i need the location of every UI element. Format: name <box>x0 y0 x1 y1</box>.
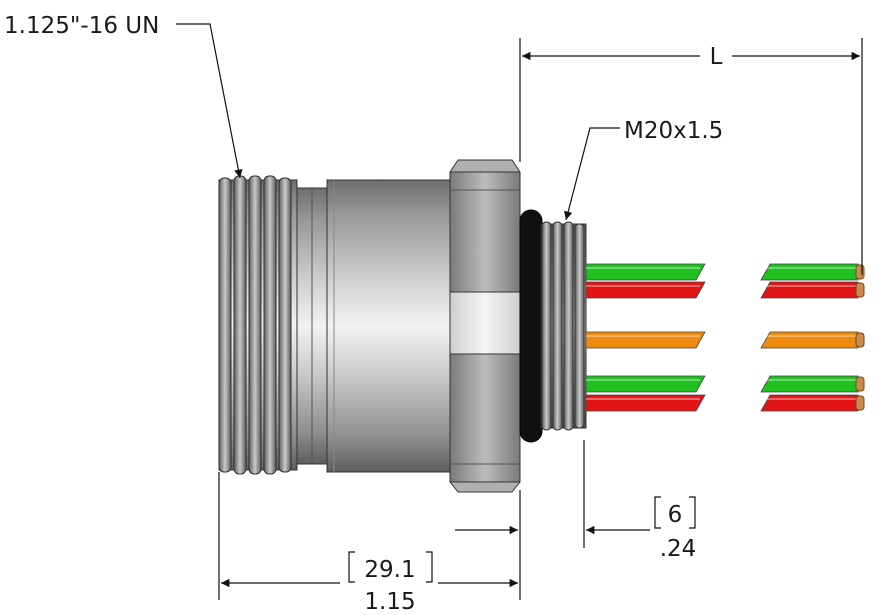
wire-green-bottom-segment-left <box>585 375 706 393</box>
large-thread-leader <box>176 23 243 179</box>
bracket-left-29 <box>348 551 355 583</box>
wire-orange-pin-tip <box>855 332 865 348</box>
body-length-in: 1.15 <box>364 589 415 615</box>
wire-red-bottom-segment-right <box>760 394 859 412</box>
wire-red-bottom-segment-left <box>585 394 706 412</box>
wire-green-top-pin-tip <box>855 264 865 280</box>
length-label: L <box>710 44 723 70</box>
connector-body <box>326 179 451 473</box>
wire-red-top-segment-left <box>585 281 706 299</box>
large-thread-callout: 1.125"-16 UN <box>4 13 159 39</box>
wire-orange-segment-left <box>585 331 706 349</box>
large-thread <box>218 175 298 475</box>
wires <box>585 263 865 412</box>
wire-orange-segment-right <box>760 331 859 349</box>
o-ring <box>519 209 543 443</box>
small-thread-leader <box>564 127 620 221</box>
wire-red-bottom-pin-tip <box>855 395 865 411</box>
bracket-right-6 <box>689 496 696 529</box>
pin-length-mm: 6 <box>668 502 683 528</box>
wire-red-top-segment-right <box>760 281 859 299</box>
body-length-mm: 29.1 <box>364 557 415 583</box>
small-thread-callout: M20x1.5 <box>624 118 723 144</box>
wire-green-top-segment-right <box>760 263 859 281</box>
wire-green-top-segment-left <box>585 263 706 281</box>
bracket-right-29 <box>426 551 433 583</box>
small-thread <box>540 221 587 431</box>
wire-green-bottom-pin-tip <box>855 376 865 392</box>
pin-length-in: .24 <box>660 536 697 562</box>
wire-green-bottom-segment-right <box>760 375 859 393</box>
wire-red-top-pin-tip <box>855 282 865 298</box>
hex-nut <box>449 159 521 493</box>
bracket-left-6 <box>654 496 661 529</box>
